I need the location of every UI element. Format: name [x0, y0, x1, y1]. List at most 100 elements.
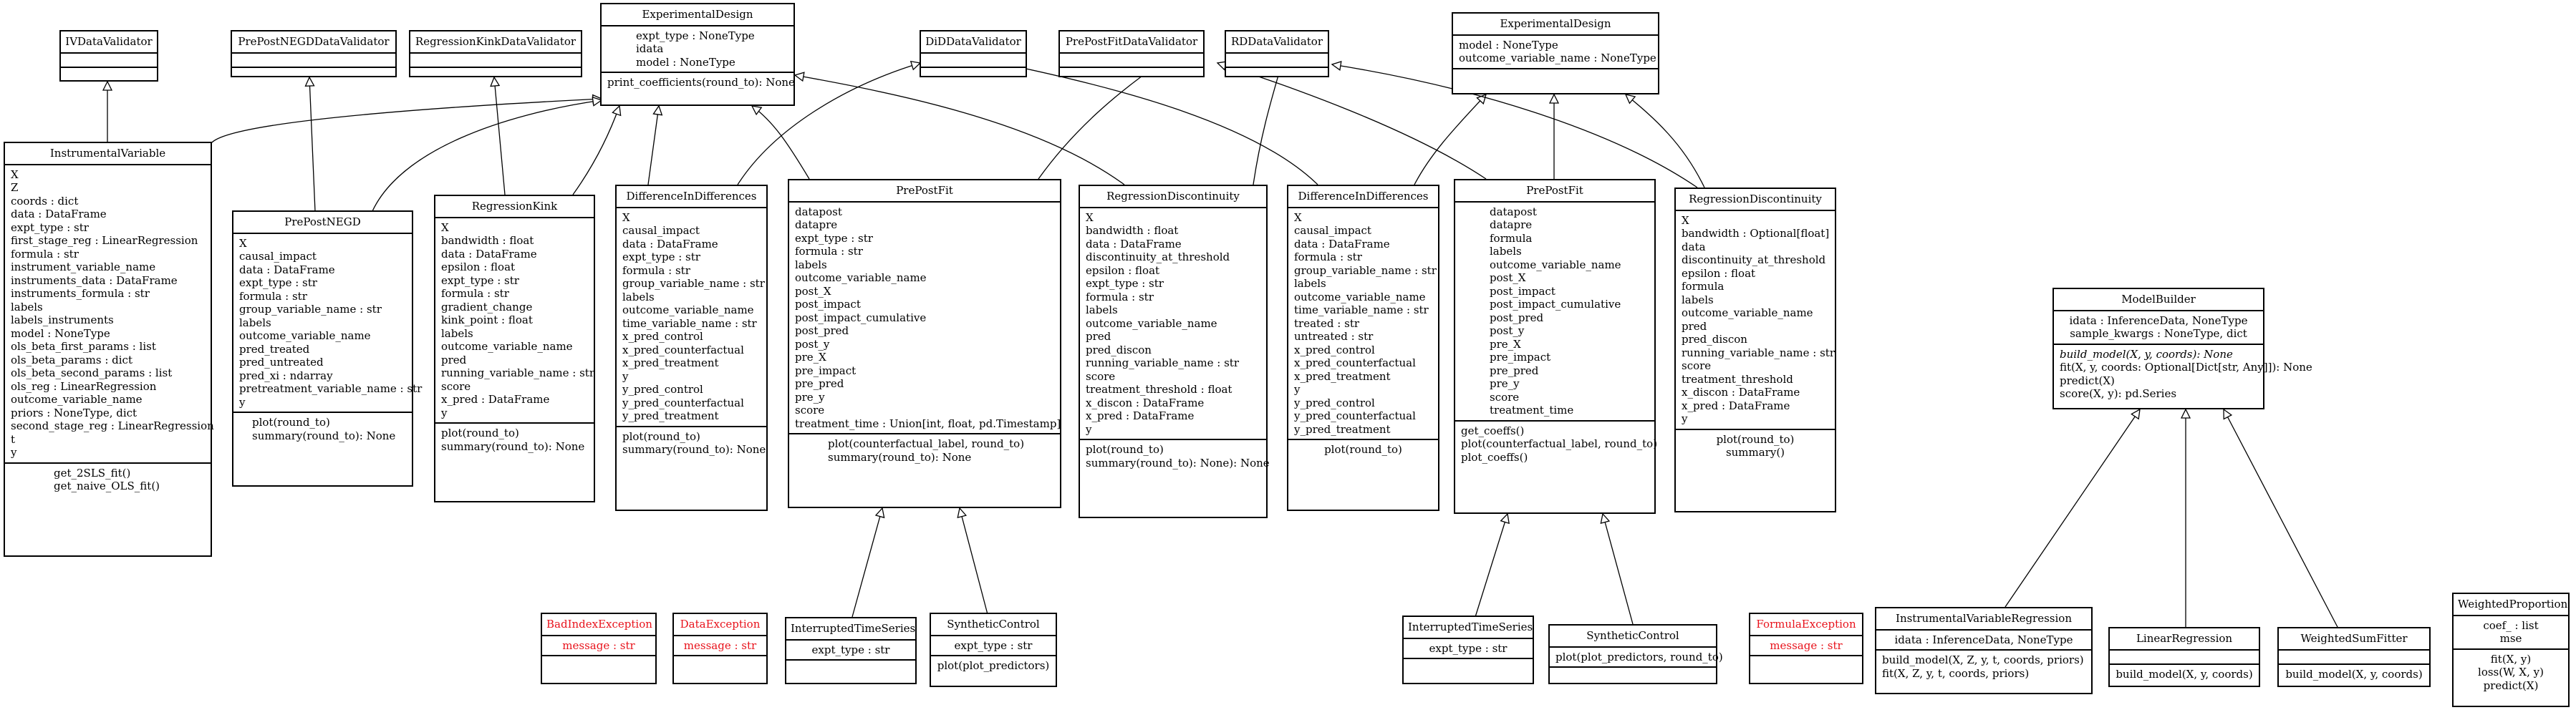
attribute: labels — [795, 258, 827, 271]
attribute: causal_impact — [239, 250, 317, 263]
method: get_naive_OLS_fit() — [54, 480, 160, 492]
methods-section: plot(round_to) summary() — [1676, 428, 1835, 462]
attribute: epsilon : float — [441, 261, 516, 273]
attributes-section — [410, 52, 581, 67]
attribute: post_X — [795, 284, 831, 298]
attribute: post_y — [795, 337, 830, 351]
class-rd-data-validator: RDDataValidator — [1225, 30, 1329, 77]
edge-did1-to-didvalidator — [737, 63, 920, 185]
methods-section: build_model(X, y, coords) — [2279, 663, 2429, 684]
attribute: post_pred — [795, 324, 849, 337]
attribute: mse — [2499, 632, 2522, 645]
attribute: data — [1682, 240, 1706, 253]
attribute: pred — [441, 353, 467, 366]
attribute: x_pred : DataFrame — [1682, 399, 1790, 412]
attribute: outcome_variable_name — [11, 393, 143, 406]
attribute: treatment_threshold — [1682, 372, 1793, 386]
methods-section — [542, 655, 655, 669]
attributes-section: idata : InferenceData, NoneType — [1876, 628, 2091, 650]
method: fit(X, Z, y, t, coords, priors) — [1882, 666, 2030, 680]
attribute: time_variable_name : str — [622, 316, 757, 330]
methods-section: build_model(X, y, coords) — [2110, 663, 2259, 684]
attribute: x_pred_control — [622, 330, 703, 343]
class-name: IVDataValidator — [65, 35, 153, 48]
attribute: formula : str — [1086, 290, 1154, 303]
attribute: model : NoneType — [1459, 38, 1558, 52]
edge-its2-to-ppf2 — [1475, 514, 1508, 618]
class-interrupted-time-series-2: InterruptedTimeSeries expt_type : str — [1402, 616, 1534, 684]
attribute: labels — [441, 326, 473, 340]
attribute: time_variable_name : str — [1294, 303, 1429, 316]
methods-section: plot(plot_predictors) — [931, 655, 1056, 676]
attribute: pred_untreated — [239, 356, 324, 369]
edge-rd2-to-rdvalidator — [1332, 64, 1698, 188]
edge-ivr-to-modelbuilder — [2005, 409, 2140, 608]
method: predict(X) — [2060, 374, 2115, 387]
edge-rd1-to-rdvalidator — [1253, 63, 1282, 185]
attribute: causal_impact — [622, 224, 700, 237]
edge-negd-to-expdesign — [372, 100, 602, 212]
attribute: post_impact_cumulative — [795, 311, 927, 324]
attribute: model : NoneType — [636, 55, 735, 69]
attributes-section — [2279, 648, 2429, 663]
attribute: pred_treated — [239, 342, 310, 356]
attribute: labels — [1294, 277, 1326, 290]
attribute: treated : str — [1294, 316, 1360, 330]
attribute: outcome_variable_name — [1490, 258, 1621, 271]
class-badindex-exception: BadIndexException message : str — [541, 613, 657, 684]
method: plot(round_to) — [1086, 443, 1164, 456]
attribute: data : DataFrame — [622, 237, 718, 251]
method: plot(plot_predictors, round_to) — [1555, 650, 1723, 663]
method: plot(round_to) — [252, 416, 330, 429]
attribute: expt_type : str — [1429, 641, 1508, 655]
attribute: x_discon : DataFrame — [1086, 396, 1205, 409]
method: plot(round_to) — [622, 429, 700, 443]
attribute: score — [1490, 390, 1520, 404]
attributes-section: message : str — [542, 634, 655, 656]
attributes-section: expt_type : str — [1404, 637, 1533, 658]
class-name: ExperimentalDesign — [1500, 17, 1611, 30]
attribute: untreated : str — [1294, 330, 1374, 343]
method: build_model(X, y, coords) — [2285, 667, 2423, 681]
attribute: X — [11, 167, 19, 181]
methods-section — [674, 655, 766, 669]
attributes-section — [921, 52, 1026, 67]
method: get_coeffs() — [1461, 424, 1525, 437]
attribute: pred — [1682, 319, 1707, 333]
attribute: pred_discon — [1086, 343, 1152, 356]
attribute: outcome_variable_name — [239, 329, 371, 342]
method: plot(plot_predictors) — [937, 659, 1050, 672]
edge-syn1-to-ppf1 — [960, 508, 989, 618]
edge-rd1-to-expdesign — [795, 75, 1125, 185]
attribute: sample_kwargs : NoneType, dict — [2070, 327, 2247, 340]
attribute: treatment_time — [1490, 404, 1574, 417]
attribute: expt_type : str — [11, 220, 89, 234]
attributes-section: X bandwidth : float data : DataFrame dis… — [1080, 206, 1266, 439]
attribute: expt_type : str — [622, 251, 700, 263]
class-name: SyntheticControl — [947, 618, 1040, 631]
attribute: coords : dict — [11, 194, 79, 208]
attribute: pre_X — [1490, 337, 1521, 351]
attributes-section: X bandwidth : float data : DataFrame eps… — [435, 216, 594, 423]
methods-section: plot(counterfactual_label, round_to) sum… — [789, 433, 1060, 467]
attribute: data : DataFrame — [11, 208, 107, 220]
attribute: x_pred_counterfactual — [622, 343, 744, 356]
attribute: y — [239, 395, 246, 409]
attribute: gradient_change — [441, 300, 533, 313]
methods-section: plot(round_to) summary(round_to): None — [233, 412, 412, 445]
attribute: causal_impact — [1294, 224, 1371, 237]
class-name: WeightedSumFitter — [2300, 632, 2408, 645]
attribute: bandwidth : float — [441, 234, 534, 247]
attribute: instruments_data : DataFrame — [11, 273, 178, 287]
method: plot(round_to) — [1324, 443, 1402, 456]
attribute: ols_beta_params : dict — [11, 353, 132, 366]
method: summary(round_to): None — [828, 450, 972, 464]
class-instrumental-variable-regression: InstrumentalVariableRegression idata : I… — [1875, 607, 2093, 694]
attributes-section — [2110, 648, 2259, 663]
method: plot_coeffs() — [1461, 450, 1528, 464]
edge-its1-to-ppf1 — [852, 508, 882, 618]
class-difference-in-differences-1: DifferenceInDifferences X causal_impact … — [615, 185, 768, 511]
class-interrupted-time-series-1: InterruptedTimeSeries expt_type : str — [785, 617, 917, 684]
methods-section — [232, 66, 395, 81]
class-name: ExperimentalDesign — [642, 8, 753, 21]
